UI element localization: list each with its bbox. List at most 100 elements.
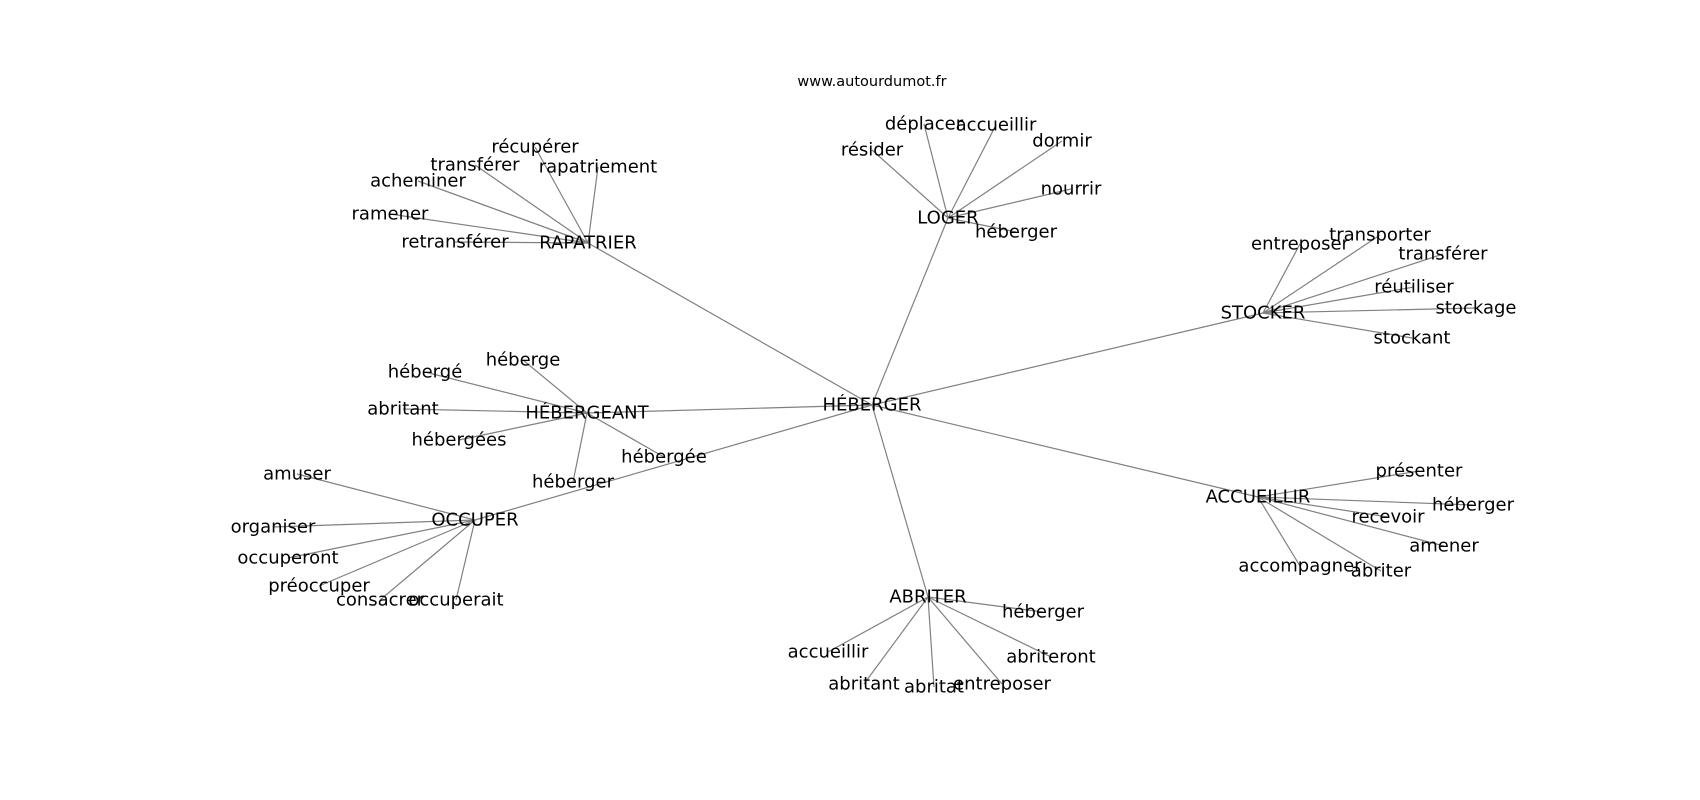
edge-hub-leaf — [417, 180, 589, 244]
edge-hub-leaf — [947, 217, 1017, 233]
edge-center-hub — [871, 312, 1264, 406]
edge-hub-leaf — [1257, 470, 1420, 498]
edge-hub-leaf — [827, 596, 929, 653]
edge-hub-leaf — [458, 412, 588, 441]
edge-hub-leaf — [572, 412, 588, 483]
leaf-word[interactable]: préoccuper — [268, 576, 370, 597]
edge-center-hub — [587, 242, 873, 406]
edge-hub-leaf — [947, 188, 1072, 219]
edge-center-hub — [871, 404, 1259, 498]
leaf-word[interactable]: transporter — [1329, 225, 1431, 246]
leaf-word[interactable]: héberge — [486, 350, 561, 371]
leaf-word[interactable]: occuperont — [237, 548, 338, 569]
leaf-word[interactable]: entreposer — [1251, 234, 1350, 255]
edge-hub-leaf — [534, 146, 589, 244]
edge-hub-leaf — [927, 596, 1044, 613]
edge-hub-leaf — [1262, 307, 1477, 314]
leaf-word[interactable]: accueillir — [788, 642, 869, 663]
hub-word[interactable]: RAPATRIER — [539, 233, 636, 254]
leaf-word[interactable]: rapatriement — [539, 157, 658, 178]
leaf-word[interactable]: transférer — [430, 155, 520, 176]
leaf-word[interactable]: nourrir — [1041, 179, 1102, 200]
edge-hub-leaf — [927, 596, 1003, 685]
leaf-word[interactable]: organiser — [231, 517, 316, 538]
leaf-word[interactable]: héberger — [1002, 602, 1085, 623]
leaf-word[interactable]: abriter — [1351, 561, 1412, 582]
edge-hub-leaf — [927, 596, 1052, 658]
hub-word[interactable]: OCCUPER — [431, 510, 518, 531]
graph-edges — [272, 123, 1477, 688]
edge-hub-leaf — [402, 408, 588, 414]
edge-hub-leaf — [1262, 286, 1415, 314]
edge-hub-leaf — [863, 596, 929, 685]
edge-hub-leaf — [947, 140, 1063, 219]
edge-hub-leaf — [379, 519, 476, 601]
center-word[interactable]: HÉBERGER — [823, 394, 922, 416]
edge-hub-leaf — [1262, 243, 1301, 314]
hub-word[interactable]: LOGER — [917, 208, 978, 229]
leaf-word[interactable]: stockage — [1436, 298, 1517, 319]
leaf-word[interactable]: recevoir — [1351, 507, 1425, 528]
edge-hub-leaf — [947, 124, 997, 219]
hub-word[interactable]: ABRITER — [889, 587, 966, 608]
edge-center-hub — [871, 217, 949, 406]
edge-hub-leaf — [454, 241, 589, 244]
edge-hub-leaf — [1257, 496, 1301, 567]
leaf-word[interactable]: accompagner — [1238, 556, 1362, 577]
edge-hub-leaf — [587, 166, 599, 244]
leaf-word[interactable]: occuperait — [408, 590, 503, 611]
edge-hub-leaf — [318, 519, 476, 587]
edge-hub-leaf — [927, 596, 935, 688]
edge-center-hub — [586, 404, 873, 414]
leaf-word[interactable]: abritat — [904, 677, 964, 698]
leaf-word[interactable]: héberger — [1432, 495, 1515, 516]
leaf-word[interactable]: stockant — [1374, 328, 1451, 349]
edge-center-hub — [474, 404, 873, 521]
edge-hub-leaf — [424, 371, 588, 414]
leaf-word[interactable]: amener — [1409, 536, 1479, 557]
edge-hub-leaf — [586, 412, 665, 458]
edge-hub-leaf — [296, 473, 476, 521]
leaf-word[interactable]: consacrer — [336, 590, 425, 611]
edge-hub-leaf — [455, 519, 476, 601]
hub-word[interactable]: ACCUEILLIR — [1206, 487, 1311, 508]
leaf-word[interactable]: ramener — [352, 204, 430, 225]
edge-hub-leaf — [1262, 253, 1444, 314]
edge-hub-leaf — [871, 149, 949, 219]
leaf-word[interactable]: présenter — [1376, 461, 1463, 482]
leaf-word[interactable]: abriteront — [1006, 647, 1095, 668]
leaf-word[interactable]: dormir — [1032, 131, 1092, 152]
edge-hub-leaf — [474, 164, 589, 244]
leaf-word[interactable]: héberger — [532, 472, 615, 493]
leaf-word[interactable]: transférer — [1398, 244, 1488, 265]
hub-word[interactable]: HÉBERGEANT — [525, 402, 649, 424]
edge-hub-leaf — [1257, 496, 1382, 572]
edge-hub-leaf — [287, 519, 476, 559]
leaf-word[interactable]: hébergée — [621, 447, 707, 468]
leaf-word[interactable]: accueillir — [956, 115, 1037, 136]
edge-hub-leaf — [522, 359, 588, 414]
leaf-word[interactable]: hébergé — [388, 362, 463, 383]
leaf-word[interactable]: retransférer — [401, 232, 509, 253]
leaf-word[interactable]: abritant — [367, 399, 438, 420]
edge-hub-leaf — [1262, 234, 1381, 314]
edge-hub-leaf — [389, 213, 589, 244]
edge-hub-leaf — [1257, 496, 1445, 547]
edge-hub-leaf — [1262, 312, 1413, 339]
source-label: www.autourdumot.fr — [797, 74, 946, 90]
leaf-word[interactable]: abritant — [828, 674, 899, 695]
edge-hub-leaf — [923, 123, 949, 219]
leaf-word[interactable]: hébergées — [411, 430, 506, 451]
edge-hub-leaf — [272, 519, 476, 528]
leaf-word[interactable]: amuser — [263, 464, 331, 485]
leaf-word[interactable]: acheminer — [370, 171, 466, 192]
leaf-word[interactable]: entreposer — [953, 674, 1052, 695]
leaf-word[interactable]: déplacer — [885, 114, 964, 135]
leaf-word[interactable]: réutiliser — [1374, 277, 1454, 298]
hub-word[interactable]: STOCKER — [1221, 303, 1306, 324]
edge-center-hub — [871, 404, 929, 598]
leaf-word[interactable]: récupérer — [491, 137, 579, 158]
leaf-word[interactable]: résider — [841, 140, 904, 161]
leaf-word[interactable]: héberger — [975, 222, 1058, 243]
